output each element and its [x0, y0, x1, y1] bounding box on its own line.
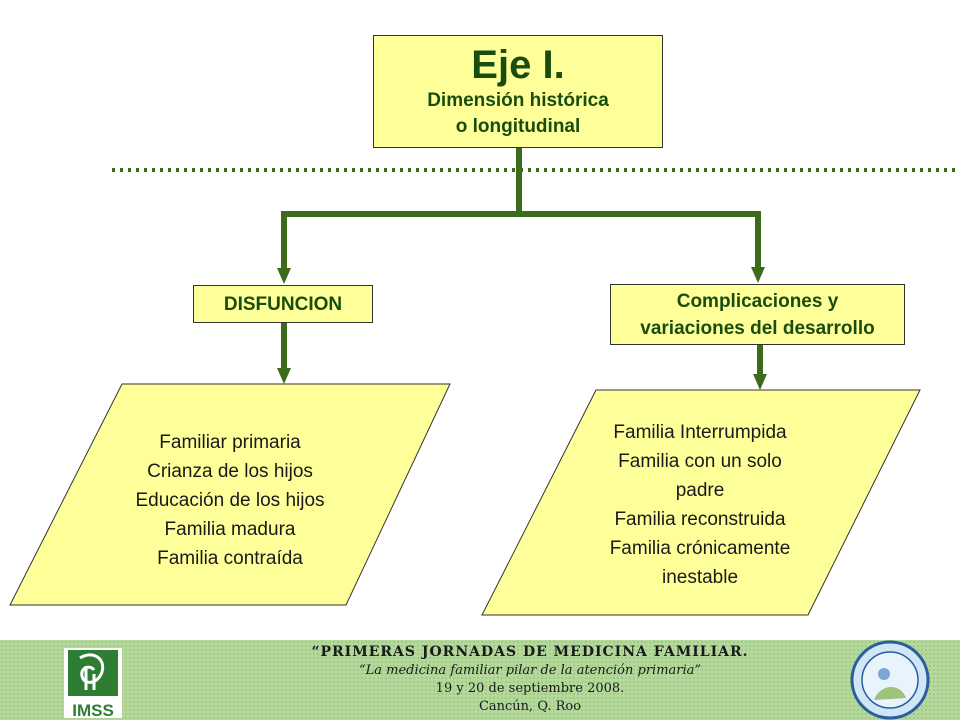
list-item: padre	[675, 480, 725, 501]
list-item: Familia crónicamente	[609, 538, 791, 559]
conference-seal-icon	[850, 640, 930, 720]
complicaciones-label-line2: variaciones del desarrollo	[640, 318, 875, 339]
right-arrowhead	[751, 267, 765, 283]
list-item: Familia Interrumpida	[613, 422, 787, 443]
left-parallelogram	[9, 383, 451, 606]
left-arrowhead	[277, 268, 291, 284]
list-item: Familia con un solo	[618, 451, 782, 472]
imss-logo-text: IMSS	[72, 701, 114, 720]
list-item: Familiar primaria	[159, 432, 301, 453]
list-item: inestable	[661, 567, 739, 588]
right-branch-list: Familia Interrumpida Familia con un solo…	[560, 418, 840, 592]
complicaciones-label-line1: Complicaciones y	[676, 291, 839, 312]
footer-banner: IMSS	[0, 636, 960, 720]
banner-line4: Cancún, Q. Roo	[478, 699, 582, 714]
list-item: Crianza de los hijos	[147, 461, 313, 482]
left-lower-arrowhead	[277, 368, 291, 384]
banner-line2: “La medicina familiar pilar de la atenci…	[358, 663, 702, 678]
list-item: Familia madura	[164, 519, 296, 540]
disfuncion-box: DISFUNCION	[193, 285, 373, 323]
banner-line3: 19 y 20 de septiembre 2008.	[435, 681, 625, 696]
right-parallelogram	[481, 389, 921, 616]
list-item: Educación de los hijos	[135, 490, 325, 511]
title-box: Eje I. Dimensión histórica o longitudina…	[373, 35, 663, 148]
diagram-subtitle-line1: Dimensión histórica	[427, 90, 609, 111]
diagram-title: Eje I.	[471, 43, 565, 87]
left-branch-list: Familiar primaria Crianza de los hijos E…	[90, 428, 370, 573]
banner-line1: “PRIMERAS JORNADAS DE MEDICINA FAMILIAR.	[311, 644, 749, 660]
diagram-subtitle-line2: o longitudinal	[455, 116, 581, 137]
list-item: Familia contraída	[157, 548, 303, 569]
imss-logo-icon: IMSS	[64, 648, 122, 720]
right-lower-arrowhead	[753, 374, 767, 390]
list-item: Familia reconstruida	[614, 509, 786, 530]
complicaciones-box: Complicaciones y variaciones del desarro…	[610, 284, 905, 345]
